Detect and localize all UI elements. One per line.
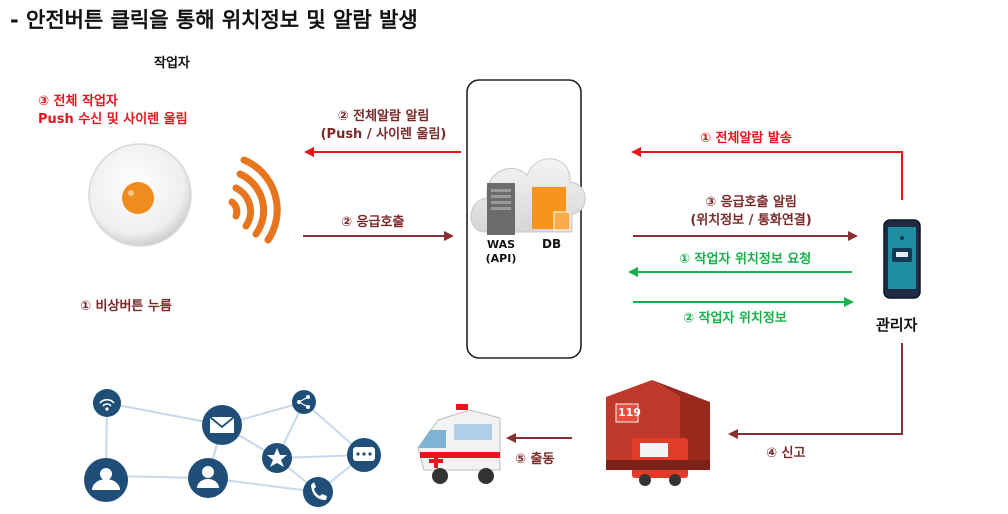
phone-call-icon (303, 477, 333, 507)
signal-waves-icon (228, 156, 281, 244)
ambulance-icon (417, 404, 501, 484)
emergency-notice-line-2: (위치정보 / 통화연결) (690, 213, 812, 228)
db-icon (532, 187, 571, 231)
was-server-icon (487, 183, 515, 235)
alarm-all-worker-line-1: ② 전체알람 알림 (337, 109, 430, 124)
wifi-icon (93, 389, 121, 417)
report-label: ④ 신고 (766, 446, 806, 461)
worker-push-line-1: ③ 전체 작업자 (38, 94, 118, 109)
arrow-alarm-send (631, 147, 903, 200)
alarm-all-worker-line-2: (Push / 사이렌 울림) (320, 127, 447, 142)
fire-station-icon (606, 380, 710, 486)
admin-label: 관리자 (876, 316, 918, 334)
emergency-button-device (88, 143, 192, 247)
was-name: WAS (486, 238, 516, 251)
arrow-report (728, 343, 903, 439)
was-label: WAS (API) (478, 238, 524, 266)
location-request-label: ① 작업자 위치정보 요청 (679, 252, 812, 267)
location-info-label: ② 작업자 위치정보 (683, 311, 787, 326)
emergency-notice-label: ③ 응급호출 알림 (위치정보 / 통화연결) (676, 194, 826, 230)
worker-push-line-2: Push 수신 및 사이렌 울림 (38, 112, 188, 127)
alarm-send-label: ① 전체알람 발송 (700, 131, 792, 146)
emergency-call-label: ② 응급호출 (341, 215, 405, 230)
button-press-label: ① 비상버튼 누름 (80, 299, 172, 314)
db-label: DB (542, 237, 562, 251)
worker-label: 작업자 (154, 56, 190, 71)
worker-push-label: ③ 전체 작업자 Push 수신 및 사이렌 울림 (38, 93, 188, 129)
share-icon (292, 390, 316, 414)
was-api: (API) (485, 252, 517, 265)
dispatch-label: ⑤ 출동 (515, 452, 555, 467)
page-title: - 안전버튼 클릭을 통해 위치정보 및 알람 발생 (10, 8, 418, 32)
network-diagram (84, 389, 381, 507)
fire-station-sign: 119 (618, 406, 641, 419)
emergency-notice-line-1: ③ 응급호출 알림 (705, 195, 797, 210)
admin-phone-icon (883, 219, 921, 299)
alarm-all-worker-label: ② 전체알람 알림 (Push / 사이렌 울림) (306, 108, 461, 144)
